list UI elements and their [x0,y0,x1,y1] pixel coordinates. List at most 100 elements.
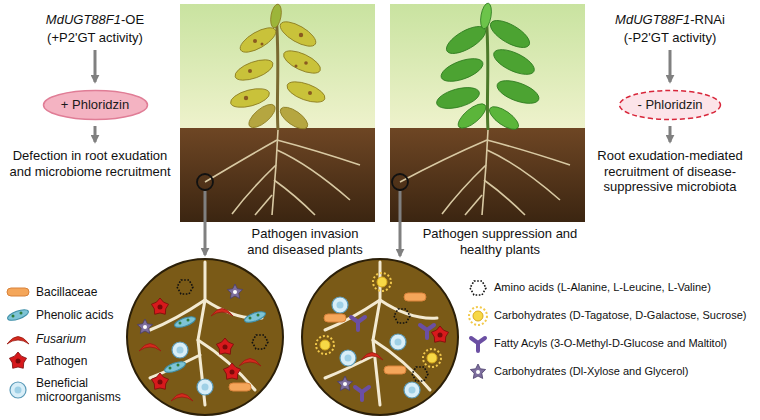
legend-text: Carbohydrates (D-Tagatose, D-Galactose, … [494,309,747,321]
leaf [479,2,493,29]
beneficial-icon [332,297,348,313]
leaf [438,54,486,86]
ellipse-shape [620,91,721,120]
legend-entry: Phenolic acids [36,308,131,322]
root-zoom-marker [197,174,213,190]
leaf [232,56,275,85]
pathogen-icon [151,298,168,314]
legend-text: Beneficial microorganisms [36,376,121,404]
legend-sample [469,307,487,325]
gene-label: MdUGT88F1-OE [20,12,170,28]
flow-arrow [94,50,97,82]
legend-sample [9,352,26,368]
carbohydrate-star-icon [337,376,352,390]
legend-entry: Carbohydrates (Dl-Xylose and Glycerol) [494,365,756,378]
leaf [277,17,320,51]
phenolic-icon [243,309,266,324]
node-text: + Phloridzin [61,97,129,113]
root [482,130,488,215]
legend-entry: Carbohydrates (D-Tagatose, D-Galactose, … [494,309,756,322]
legend-sample [10,382,26,398]
root [255,195,272,215]
carbohydrate-icon [316,336,334,354]
legend-text: Carbohydrates (Dl-Xylose and Glycerol) [494,365,688,377]
beneficial-icon [197,379,213,395]
legend-sample [470,364,485,378]
panel-caption: Pathogen invasion and diseased plants [240,226,370,257]
root [465,195,482,215]
soil-panel [390,128,585,222]
legend-text: Fatty Acyls (3-O-Methyl-D-Glucose and Ma… [494,337,727,349]
pathogen-icon [216,338,233,354]
diseased-leaves [229,3,328,133]
spot [308,91,312,95]
ellipse-shape [43,91,147,120]
root-system [400,130,570,215]
leaf [280,46,323,77]
amino-icon [394,309,410,323]
effect-note: Root exudation-mediated recruitment of d… [588,148,752,195]
phenolic-icon [163,359,186,374]
root [274,180,315,215]
flow-arrow [94,126,97,142]
leaf [454,100,489,133]
leaf [486,103,522,134]
fusarium-icon [139,344,161,352]
healthy-leaves [434,2,541,133]
pathogen-icon [223,363,240,379]
root-system [205,130,360,215]
zoom-arrow [204,191,207,255]
leaf [245,100,279,131]
legend-sample [6,307,29,322]
root [400,140,487,182]
panel-caption: Pathogen suppression and healthy plants [420,226,580,257]
fusarium-icon [239,359,261,367]
flow-arrow [669,50,672,82]
zoomed-roots [325,262,437,405]
activity-label: (+P2'GT activity) [20,30,170,46]
bacillaceae-icon [404,293,426,301]
leaf [284,78,327,107]
bacillaceae-icon [324,314,346,322]
amino-icon [252,335,268,349]
legend-text: Amino acids (L-Alanine, L-Leucine, L-Val… [494,281,711,293]
fatty-acyl-icon [355,387,369,400]
leaf [277,103,311,133]
root [484,180,525,215]
root-zoom-marker [392,174,408,190]
fusarium-icon [361,353,383,361]
rhizosphere-circle [302,259,458,415]
beneficial-icon [390,334,406,350]
legend-sample [470,281,486,295]
legend-sample [7,288,29,296]
fatty-acyl-icon [420,325,434,338]
leaf [269,3,283,28]
spot [261,43,264,46]
spot [295,65,298,68]
beneficial-icon [340,350,356,366]
bacillaceae-icon [229,383,251,391]
legend-entry: Bacillaceae [36,285,131,299]
legend-sample [471,338,485,351]
leaf [494,76,542,108]
effect-note: Defection in root exudation and microbio… [8,148,172,179]
root [380,300,437,318]
carbohydrate-icon [373,273,391,291]
spot [248,69,252,73]
legend-entry: Fatty Acyls (3-O-Methyl-D-Glucose and Ma… [494,337,756,350]
leaf [237,23,280,57]
fatty-acyl-icon [351,317,365,330]
spot [244,96,248,100]
rhizosphere-circle [127,259,283,415]
root [487,140,570,165]
gene-label: MdUGT88F1-RNAi [595,12,745,28]
legend-entry: Beneficial microorganisms [36,376,131,405]
root [277,140,360,165]
legend-text: Bacillaceae [36,285,97,299]
carbohydrate-icon [423,349,441,367]
legend-text: Phenolic acids [36,308,113,322]
zoom-arrow [399,191,402,256]
carbohydrate-star-icon [137,319,152,333]
